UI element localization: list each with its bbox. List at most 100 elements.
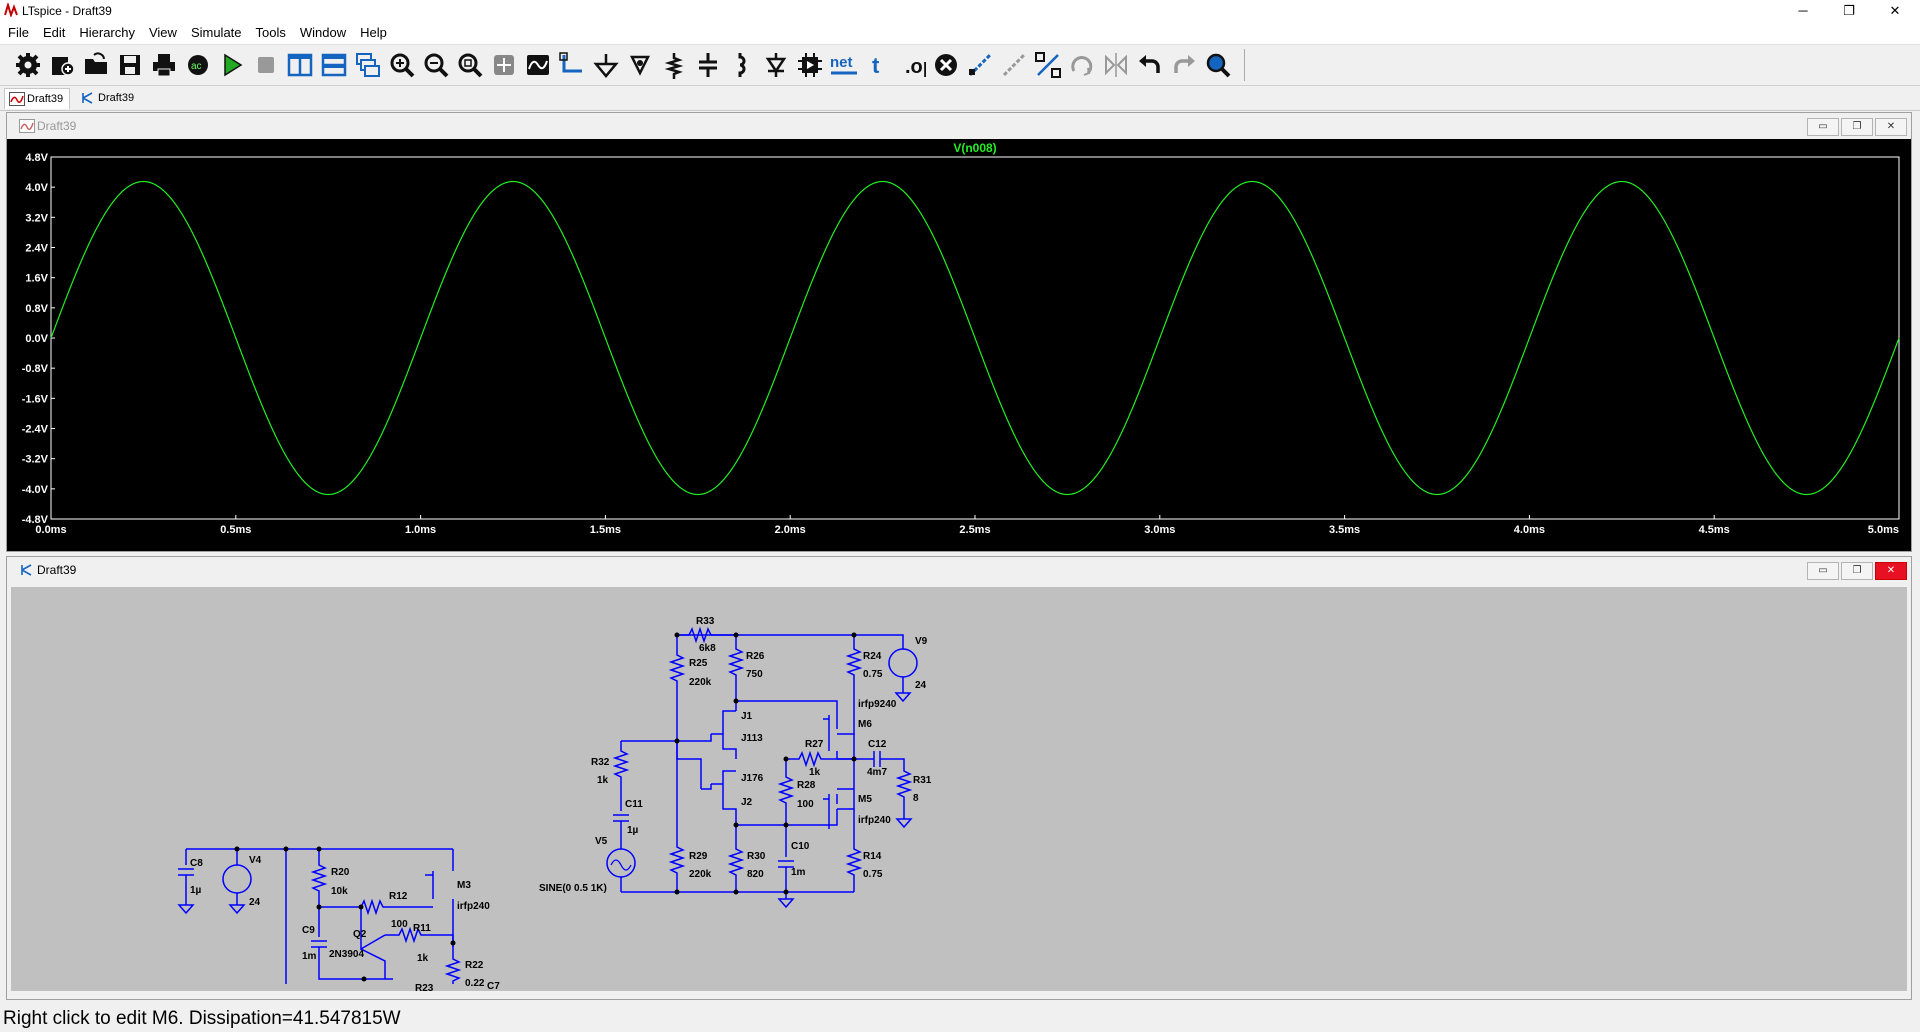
ac-analysis-icon[interactable]: ac xyxy=(184,51,212,79)
drag-icon[interactable] xyxy=(1034,51,1062,79)
net-label-icon[interactable]: net xyxy=(830,51,858,79)
schematic-canvas[interactable]: R33 6k8 R25 220k R26 750 R24 0.75 V9 24 … xyxy=(11,587,1907,991)
plot-background xyxy=(7,139,1911,551)
y-tick-label: -2.4V xyxy=(22,424,49,436)
label-r11: R11 xyxy=(413,923,431,934)
spice-directive-icon[interactable]: .op xyxy=(898,51,926,79)
halt-icon[interactable] xyxy=(252,51,280,79)
rotate-icon[interactable] xyxy=(1068,51,1096,79)
status-bar: Right click to edit M6. Dissipation=41.5… xyxy=(0,1002,1920,1032)
print-icon[interactable] xyxy=(150,51,178,79)
x-tick-label: 3.0ms xyxy=(1144,524,1175,536)
menu-help[interactable]: Help xyxy=(360,25,387,40)
menu-simulate[interactable]: Simulate xyxy=(190,25,242,40)
value-q2: 2N3904 xyxy=(329,949,364,960)
label-c7: C7 xyxy=(487,981,500,991)
label-r29: R29 xyxy=(689,851,708,862)
waveform-plot[interactable]: V(n008) 4.8V4.0V3.2V2.4V1.6V0.8V0.0V-0.8… xyxy=(7,139,1911,551)
value-r14: 0.75 xyxy=(863,869,883,880)
y-axis-ticks: 4.8V4.0V3.2V2.4V1.6V0.8V0.0V-0.8V-1.6V-2… xyxy=(22,152,55,526)
find-icon[interactable] xyxy=(1204,51,1232,79)
svg-text:t: t xyxy=(872,53,880,78)
value-r28: 100 xyxy=(797,799,814,810)
redo-icon[interactable] xyxy=(1170,51,1198,79)
y-tick-label: -0.8V xyxy=(22,363,49,375)
settings-gear-icon[interactable] xyxy=(14,51,42,79)
menu-edit[interactable]: Edit xyxy=(42,25,66,40)
waveform-icon xyxy=(9,92,25,106)
waveform-window-title: Draft39 xyxy=(37,119,77,133)
tile-horizontal-icon[interactable] xyxy=(320,51,348,79)
menu-tools[interactable]: Tools xyxy=(255,25,286,40)
mdi-restore-button[interactable]: ❐ xyxy=(1841,562,1873,580)
value-r12: 100 xyxy=(391,919,408,930)
ground-icon[interactable] xyxy=(592,51,620,79)
menu-file[interactable]: File xyxy=(8,25,29,40)
delete-icon[interactable] xyxy=(932,51,960,79)
inductor-icon[interactable] xyxy=(728,51,756,79)
trace-vn008[interactable] xyxy=(50,180,1900,496)
menu-hierarchy[interactable]: Hierarchy xyxy=(79,25,135,40)
undo-icon[interactable] xyxy=(1136,51,1164,79)
svg-text:.op: .op xyxy=(905,56,926,78)
label-r20: R20 xyxy=(331,867,350,878)
zoom-fit-icon[interactable] xyxy=(456,51,484,79)
x-tick-label: 4.0ms xyxy=(1514,524,1545,536)
zoom-out-icon[interactable] xyxy=(422,51,450,79)
cascade-icon[interactable] xyxy=(354,51,382,79)
trace-label[interactable]: V(n008) xyxy=(953,141,996,155)
tab-schematic-draft39[interactable]: Draft39 xyxy=(76,88,140,108)
save-icon[interactable] xyxy=(116,51,144,79)
mdi-close-button[interactable]: ✕ xyxy=(1875,562,1907,580)
value-j113: J113 xyxy=(741,733,763,744)
waveform-view-icon[interactable] xyxy=(524,51,552,79)
menu-window[interactable]: Window xyxy=(299,25,347,40)
resistor-icon[interactable] xyxy=(660,51,688,79)
new-schematic-icon[interactable] xyxy=(48,51,76,79)
text-tool-icon[interactable]: t xyxy=(864,51,892,79)
tab-label: Draft39 xyxy=(27,93,64,105)
close-button[interactable]: ✕ xyxy=(1889,3,1901,18)
schematic-window-title: Draft39 xyxy=(37,563,77,577)
value-c8: 1µ xyxy=(190,885,202,896)
minimize-button[interactable]: ─ xyxy=(1798,3,1808,18)
open-folder-icon[interactable] xyxy=(82,51,110,79)
restore-button[interactable]: ❐ xyxy=(1843,3,1855,18)
tab-waveform-draft39[interactable]: Draft39 xyxy=(4,88,71,109)
component-icon[interactable] xyxy=(796,51,824,79)
run-icon[interactable] xyxy=(218,51,246,79)
mdi-restore-button[interactable]: ❐ xyxy=(1841,118,1873,136)
tile-vertical-icon[interactable] xyxy=(286,51,314,79)
pan-icon[interactable] xyxy=(490,51,518,79)
menu-view[interactable]: View xyxy=(148,25,177,40)
label-r27: R27 xyxy=(805,739,824,750)
label-m3: M3 xyxy=(457,880,471,891)
value-r22: 0.22 xyxy=(465,978,485,989)
capacitor-icon[interactable] xyxy=(694,51,722,79)
zoom-in-icon[interactable] xyxy=(388,51,416,79)
label-r28: R28 xyxy=(797,780,816,791)
wire-icon[interactable] xyxy=(558,51,586,79)
schematic-window-caption: Draft39 ▭ ❐ ✕ xyxy=(7,557,1911,583)
tab-label: Draft39 xyxy=(98,92,135,104)
value-irfp9240: irfp9240 xyxy=(858,699,897,710)
label-c11: C11 xyxy=(625,799,643,810)
duplicate-icon[interactable] xyxy=(966,51,994,79)
y-tick-label: 3.2V xyxy=(25,212,48,224)
label-r14: R14 xyxy=(863,851,882,862)
label-c10: C10 xyxy=(791,841,810,852)
svg-text:net: net xyxy=(830,54,853,71)
x-tick-label: 0.5ms xyxy=(220,524,251,536)
move-icon[interactable] xyxy=(1000,51,1028,79)
mdi-close-button[interactable]: ✕ xyxy=(1875,118,1907,136)
diode-icon[interactable] xyxy=(762,51,790,79)
value-r27: 1k xyxy=(809,767,821,778)
mirror-icon[interactable] xyxy=(1102,51,1130,79)
label-r12: R12 xyxy=(389,891,408,902)
mdi-minimize-button[interactable]: ▭ xyxy=(1807,118,1839,136)
label-net-icon[interactable] xyxy=(626,51,654,79)
label-c9: C9 xyxy=(302,925,315,936)
mdi-minimize-button[interactable]: ▭ xyxy=(1807,562,1839,580)
value-r11: 1k xyxy=(417,953,429,964)
